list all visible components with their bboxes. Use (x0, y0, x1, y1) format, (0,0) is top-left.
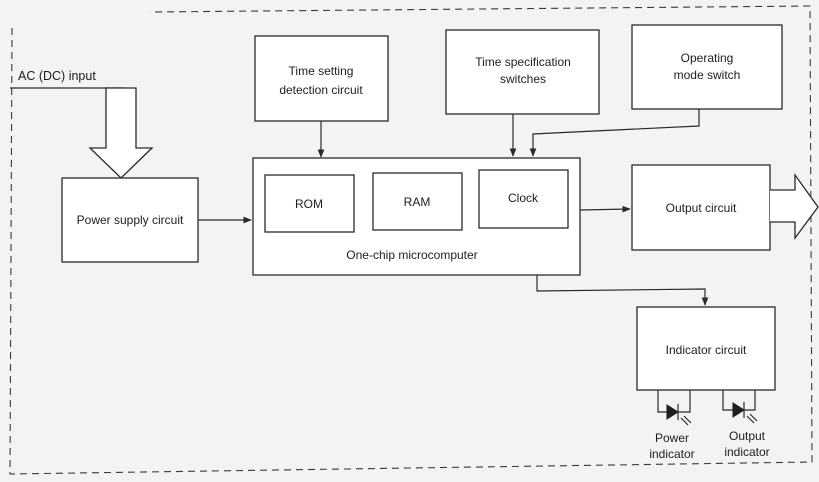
rom-label: ROM (295, 197, 323, 211)
indicator-circuit-label: Indicator circuit (666, 343, 747, 357)
time-setting-label-1: Time setting (289, 64, 354, 78)
operating-label-2: mode switch (674, 68, 741, 82)
time-setting-label-2: detection circuit (279, 83, 363, 97)
time-specification-switches (445, 29, 600, 115)
clock-block (478, 169, 569, 229)
indicator-circuit (636, 306, 776, 391)
microcomputer-label: One-chip microcomputer (346, 248, 477, 262)
enclosure-frame (9, 5, 813, 475)
time-setting-detection-circuit (254, 35, 389, 122)
ac-input-label: AC (DC) input (18, 69, 96, 83)
operating-mode-connector (529, 109, 700, 157)
power-supply-label: Power supply circuit (77, 213, 184, 227)
power-indicator-label-1: Power (655, 431, 689, 445)
clock-label: Clock (508, 191, 539, 205)
power-led-icon (657, 390, 692, 426)
output-indicator-label-2: indicator (724, 445, 769, 459)
ac-input-arrow (88, 87, 154, 179)
ram-label: RAM (404, 195, 431, 209)
output-arrow (770, 172, 819, 240)
rom-block (264, 174, 355, 233)
operating-label-1: Operating (681, 51, 734, 65)
micro-to-indicator-connector (536, 275, 709, 306)
output-indicator-label-1: Output (729, 429, 766, 443)
power-supply-circuit (61, 177, 199, 263)
operating-mode-switch (631, 24, 783, 110)
output-circuit-label: Output circuit (666, 201, 737, 215)
micro-to-output-connector (579, 205, 631, 213)
output-led-icon (722, 390, 758, 424)
time-spec-label-2: switches (500, 72, 546, 86)
output-circuit (631, 164, 771, 251)
ram-block (372, 172, 463, 231)
time-spec-label-1: Time specification (475, 55, 571, 69)
power-indicator-label-2: indicator (649, 447, 694, 461)
